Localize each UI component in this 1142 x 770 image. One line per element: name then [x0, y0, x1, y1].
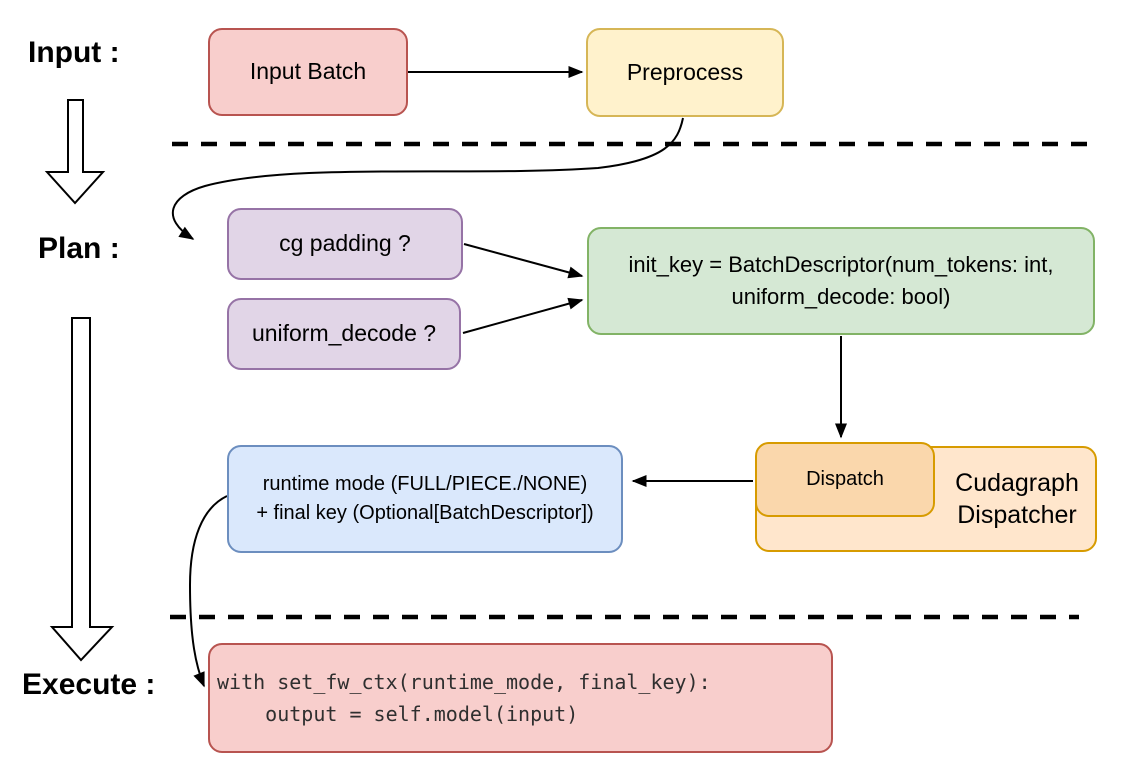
execute-code-node: with set_fw_ctx(runtime_mode, final_key)… [208, 643, 833, 753]
preprocess-node: Preprocess [586, 28, 784, 117]
init-key-line2: uniform_decode: bool) [731, 284, 951, 309]
arrow-runtime-mode-to-execute-code [188, 495, 228, 688]
preprocess-label: Preprocess [626, 58, 744, 85]
stage-label-plan: Plan : [38, 232, 120, 265]
cg-padding-node: cg padding ? [227, 208, 463, 280]
cg-padding-label: cg padding ? [279, 230, 411, 257]
cudagraph-dispatcher-line2: Dispatcher [957, 501, 1077, 529]
execute-code-line2: output = self.model(input) [217, 702, 579, 726]
runtime-mode-node: runtime mode (FULL/PIECE./NONE) + final … [227, 445, 623, 553]
arrow-uniform-decode-to-init-key [462, 297, 584, 334]
stage-label-input: Input : [28, 36, 120, 69]
runtime-mode-line1: runtime mode (FULL/PIECE./NONE) [262, 473, 588, 495]
input-batch-label: Input Batch [249, 58, 367, 85]
runtime-mode-line2: + final key (Optional[BatchDescriptor]) [256, 502, 594, 524]
plan-stage-arrow [49, 317, 115, 662]
cudagraph-dispatcher-label: Cudagraph Dispatcher [939, 448, 1095, 550]
dispatch-node: Dispatch [755, 442, 935, 517]
init-key-line1: init_key = BatchDescriptor(num_tokens: i… [628, 252, 1054, 278]
input-stage-arrow [44, 99, 106, 205]
execute-code-line1: with set_fw_ctx(runtime_mode, final_key)… [217, 670, 711, 694]
init-key-node: init_key = BatchDescriptor(num_tokens: i… [587, 227, 1095, 335]
dispatch-label: Dispatch [806, 468, 884, 490]
arrow-cg-padding-to-init-key [463, 243, 584, 279]
stage-label-execute: Execute : [22, 668, 156, 701]
uniform-decode-node: uniform_decode ? [227, 298, 461, 370]
uniform-decode-label: uniform_decode ? [251, 320, 437, 347]
cudagraph-dispatcher-line1: Cudagraph [955, 468, 1079, 497]
input-batch-node: Input Batch [208, 28, 408, 116]
arrow-preprocess-to-cg-padding [171, 117, 684, 240]
